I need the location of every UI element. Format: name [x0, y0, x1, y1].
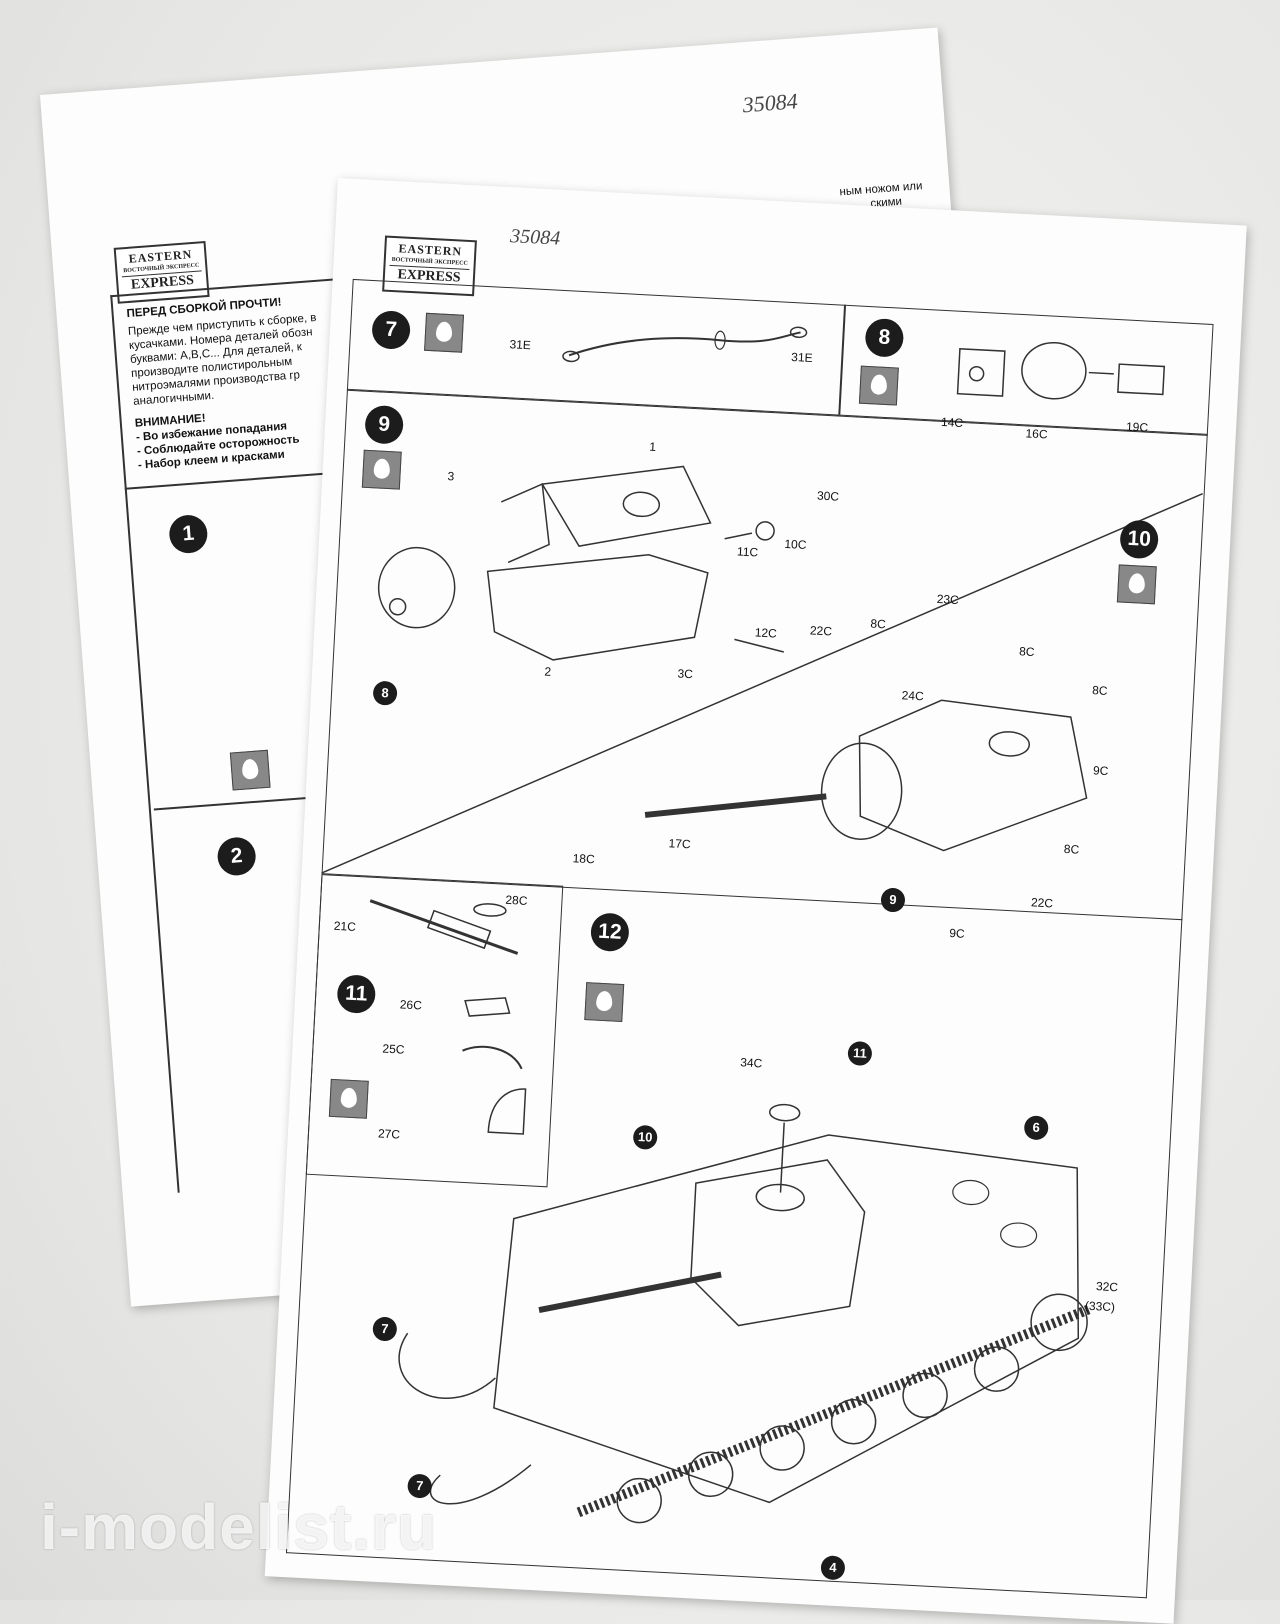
step-number: 2 — [216, 836, 258, 877]
part-label: 24C — [901, 688, 925, 704]
step-number: 1 — [167, 513, 209, 555]
part-label: 3 — [447, 469, 455, 484]
part-label: 8C — [1091, 683, 1108, 698]
part-label: 8C — [1018, 644, 1035, 660]
turret-assembly-drawing — [377, 465, 775, 661]
part-label: 22C — [809, 623, 833, 639]
part-label: 19C — [1125, 419, 1149, 435]
part-label: 30C — [816, 488, 840, 504]
step-9-10-diagonal — [321, 492, 1203, 874]
tank-hull-drawing — [398, 1103, 1092, 1524]
part-label: 16C — [1025, 426, 1048, 442]
tow-cable-drawing — [562, 326, 808, 363]
part-label: 9C — [948, 926, 966, 941]
part-label: (33C) — [1084, 1298, 1116, 1315]
part-label: 17C — [668, 836, 691, 852]
part-label: 22C — [1030, 895, 1054, 911]
part-label: 9C — [1092, 763, 1109, 779]
glue-icon — [424, 312, 465, 353]
handwritten-code: 35084 — [741, 88, 799, 118]
part-label: 14C — [940, 414, 964, 431]
part-label: 1 — [648, 439, 657, 455]
turret-details-drawing — [644, 638, 1088, 852]
part-label: 8C — [870, 616, 887, 632]
site-watermark: i-modelist.ru — [40, 1491, 438, 1563]
part-label: 12C — [754, 625, 778, 641]
part-label: 3C — [677, 666, 694, 682]
part-label: 31E — [790, 349, 813, 366]
machine-gun-drawing — [369, 899, 527, 1135]
part-label: 21C — [333, 918, 357, 934]
gun-mantlet-drawing — [956, 341, 1166, 400]
part-label: 2 — [544, 664, 552, 679]
part-label: 11C — [736, 544, 759, 560]
part-label: 10C — [784, 536, 807, 553]
front-instruction-sheet: EASTERN ВОСТОЧНЫЙ ЭКСПРЕСС EXPRESS 35084… — [264, 178, 1247, 1624]
part-label: 23C — [936, 591, 960, 608]
part-label: 31E — [509, 337, 532, 353]
glue-icon — [858, 365, 899, 406]
part-label: 32C — [1095, 1279, 1119, 1295]
part-label: 18C — [572, 851, 596, 867]
part-label: 28C — [505, 892, 528, 908]
part-label: 8C — [1063, 841, 1080, 857]
glue-icon — [229, 749, 271, 791]
glue-icon — [1116, 564, 1157, 605]
part-label: 34C — [739, 1055, 763, 1071]
